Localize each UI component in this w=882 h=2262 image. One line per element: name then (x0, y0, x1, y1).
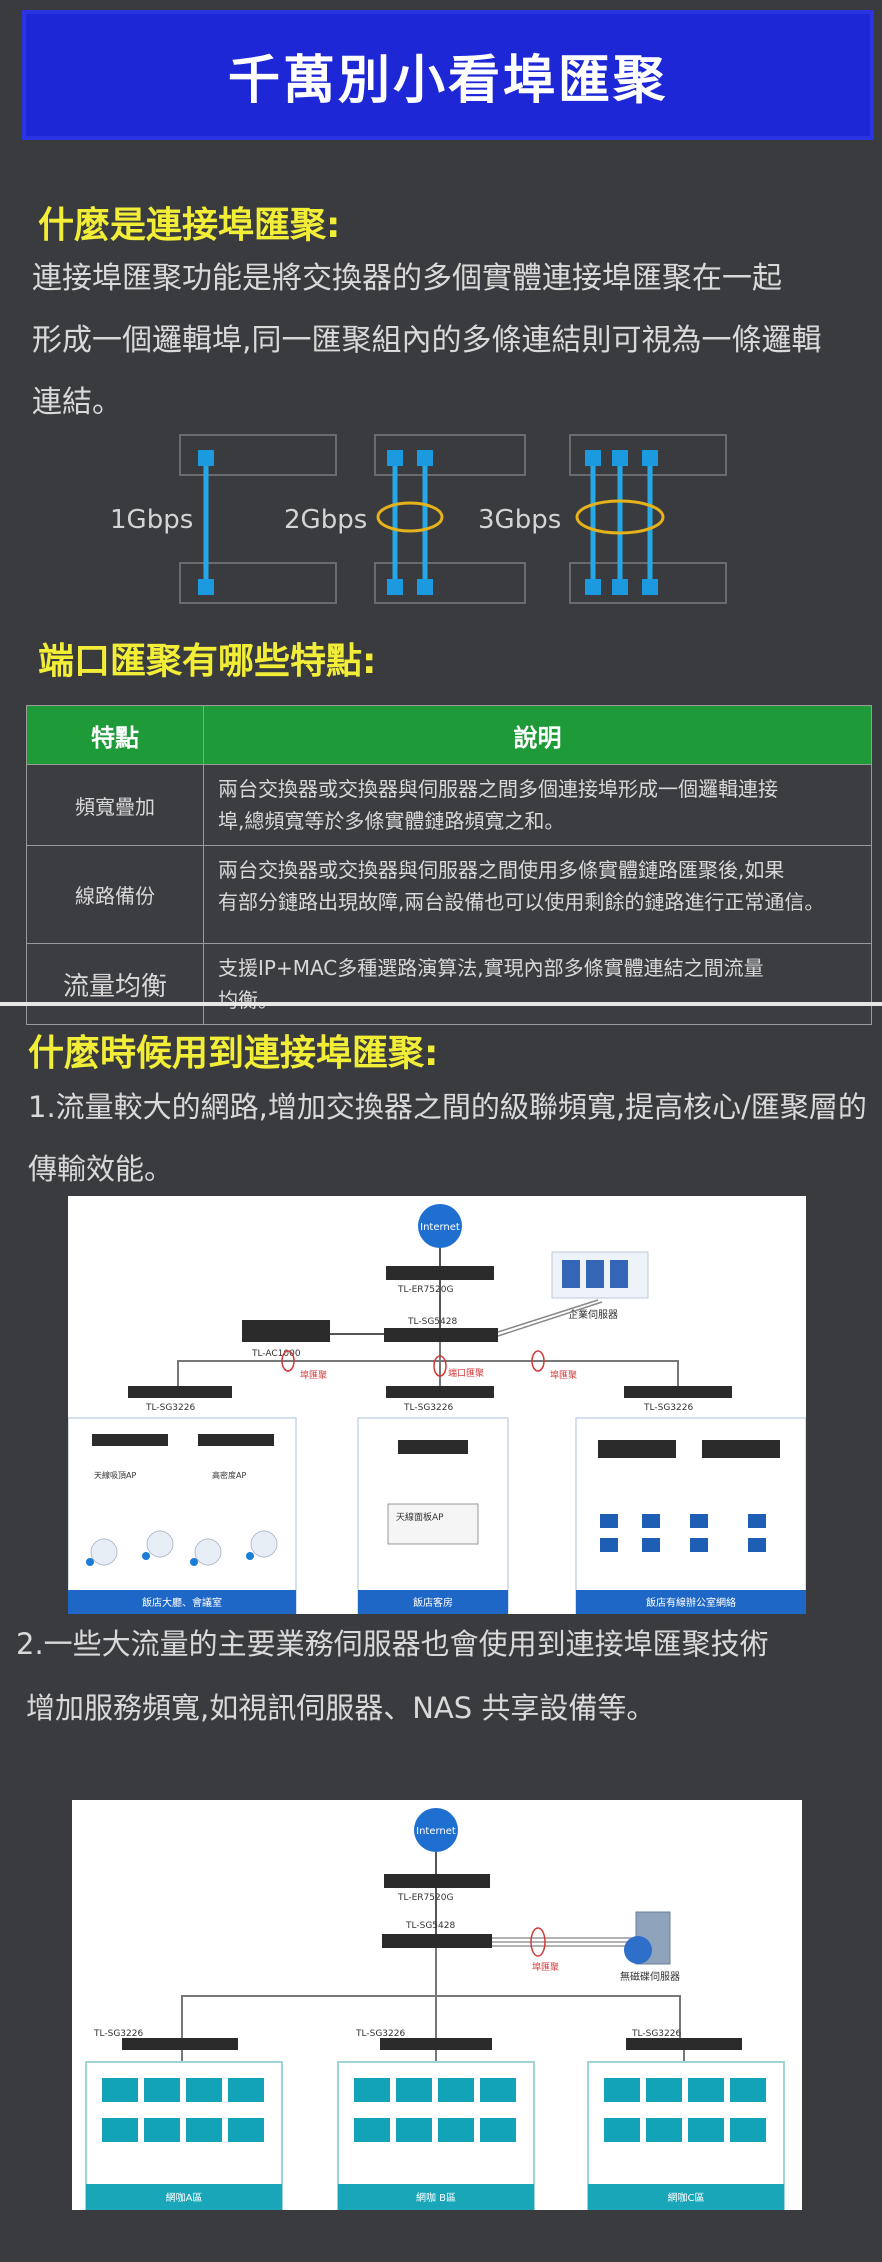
table-row: 線路備份 兩台交換器或交換器與伺服器之間使用多條實體鏈路匯聚後,如果 有部分鏈路… (26, 845, 872, 944)
panel-ap-icon (387, 1503, 479, 1545)
item1-line: 傳輸效能。 (28, 1152, 174, 1186)
workstation-icon (600, 1514, 766, 1552)
network-diagram-netcafe: Internet TL-ER7520G TL-SG5428 埠匯聚 無磁碟伺服器… (72, 1800, 802, 2211)
feature-name: 流量均衡 (26, 943, 204, 1025)
table-row: 流量均衡 支援IP+MAC多種選路演算法,實現內部多條實體連結之間流量 均衡。 (26, 943, 872, 1025)
features-table: 特點 說明 頻寬疊加 兩台交換器或交換器與伺服器之間多個連接埠形成一個邏輯連接 … (26, 705, 872, 1025)
core-switch-icon (384, 1328, 498, 1342)
area-label: 飯店客房 (413, 1596, 453, 1609)
section1-line: 形成一個邏輯埠,同一匯聚組內的多條連結則可視為一條邏輯 (32, 323, 822, 358)
panel-ap-label: 天線面板AP (396, 1511, 444, 1523)
access-switch-icon (128, 1386, 232, 1398)
description-line: 兩台交換器或交換器與伺服器之間多個連接埠形成一個邏輯連接 (218, 777, 778, 801)
access-switch-label: TL-SG3226 (145, 1403, 195, 1413)
feature-description: 兩台交換器或交換器與伺服器之間多個連接埠形成一個邏輯連接 埠,總頻寬等於多條實體… (203, 764, 872, 846)
ap-label: 天線吸頂AP (94, 1470, 136, 1480)
area-label: 網咖A區 (166, 2191, 203, 2204)
link-aggregation-diagram: 1Gbps 2Gbps 3Gbps (110, 434, 727, 604)
pc-monitor-icon (102, 2078, 766, 2142)
section1-line: 連結。 (32, 385, 122, 420)
trunk-label: 端口匯聚 (448, 1367, 484, 1379)
access-switch-icon (626, 2038, 742, 2050)
router-icon (384, 1874, 490, 1888)
section1-line: 連接埠匯聚功能是將交換器的多個實體連接埠匯聚在一起 (32, 261, 782, 296)
ap-label: 高密度AP (212, 1470, 246, 1480)
feature-name: 頻寬疊加 (26, 764, 204, 846)
table-header-row: 特點 說明 (26, 705, 872, 765)
description-line: 支援IP+MAC多種選路演算法,實現內部多條實體連結之間流量 (218, 956, 764, 980)
access-point-icon (90, 1530, 278, 1566)
router-icon (386, 1266, 494, 1280)
item2-line: 2.一些大流量的主要業務伺服器也會使用到連接埠匯聚技術 (16, 1627, 769, 1661)
access-switch-label: TL-SG3226 (93, 2029, 143, 2039)
feature-description: 支援IP+MAC多種選路演算法,實現內部多條實體連結之間流量 均衡。 (203, 943, 872, 1025)
title-banner: 千萬別小看埠匯聚 (22, 10, 874, 140)
access-switch-label: TL-SG3226 (631, 2029, 681, 2039)
server-icon (551, 1251, 649, 1299)
feature-description: 兩台交換器或交換器與伺服器之間使用多條實體鏈路匯聚後,如果 有部分鏈路出現故障,… (203, 845, 872, 944)
internet-cloud-icon (418, 1204, 462, 1248)
router-label: TL-ER7520G (397, 1893, 453, 1903)
speed-label-3g: 3Gbps (478, 505, 561, 535)
speed-label-2g: 2Gbps (284, 505, 367, 535)
ac-label: TL-AC1000 (251, 1349, 301, 1359)
table-header-feature: 特點 (26, 705, 204, 765)
area-label: 網咖 B區 (416, 2191, 456, 2204)
page-title: 千萬別小看埠匯聚 (227, 50, 668, 111)
nas-server-icon (624, 1911, 671, 1965)
server-label: 企業伺服器 (568, 1308, 618, 1321)
internet-label: Internet (420, 1222, 460, 1233)
access-switch-icon (386, 1386, 494, 1398)
trunk-label: 埠匯聚 (532, 1961, 559, 1973)
access-switch-label: TL-SG3226 (643, 1403, 693, 1413)
item1-line: 1.流量較大的網路,增加交換器之間的級聯頻寬,提高核心/匯聚層的 (28, 1090, 867, 1124)
table-header-description: 說明 (203, 705, 872, 765)
section2-heading: 端口匯聚有哪些特點: (38, 641, 377, 682)
internet-label: Internet (416, 1826, 456, 1837)
access-switch-icon (122, 2038, 238, 2050)
server-label: 無磁碟伺服器 (620, 1970, 680, 1983)
trunk-label: 埠匯聚 (550, 1369, 577, 1381)
speed-label-1g: 1Gbps (110, 505, 193, 535)
access-switch-icon (380, 2038, 492, 2050)
section3-item1: 1.流量較大的網路,增加交換器之間的級聯頻寬,提高核心/匯聚層的 傳輸效能。 (28, 1076, 867, 1200)
access-switch-icon (624, 1386, 732, 1398)
core-switch-label: TL-SG5428 (407, 1317, 457, 1327)
section3-heading: 什麼時候用到連接埠匯聚: (28, 1033, 439, 1074)
access-switch-label: TL-SG3226 (355, 2029, 405, 2039)
area-label: 網咖C區 (668, 2191, 705, 2204)
description-line: 均衡。 (218, 988, 278, 1012)
core-switch-icon (382, 1934, 492, 1948)
trunk-label: 埠匯聚 (300, 1369, 327, 1381)
feature-name: 線路備份 (26, 845, 204, 944)
router-label: TL-ER7520G (397, 1285, 453, 1295)
core-switch-label: TL-SG5428 (405, 1921, 455, 1931)
item2-line: 增加服務頻寬,如視訊伺服器、NAS 共享設備等。 (26, 1691, 656, 1725)
section1-paragraph: 連接埠匯聚功能是將交換器的多個實體連接埠匯聚在一起 形成一個邏輯埠,同一匯聚組內… (32, 248, 822, 434)
description-line: 埠,總頻寬等於多條實體鏈路頻寬之和。 (218, 809, 565, 833)
description-line: 兩台交換器或交換器與伺服器之間使用多條實體鏈路匯聚後,如果 (218, 858, 785, 882)
network-diagram-hotel: Internet TL-ER7520G TL-SG5428 TL-AC1000 … (67, 1196, 807, 1615)
section-divider (0, 1002, 882, 1006)
internet-cloud-icon (414, 1808, 458, 1852)
area-label: 飯店有線辦公室網絡 (646, 1596, 736, 1609)
description-line: 有部分鏈路出現故障,兩台設備也可以使用剩餘的鏈路進行正常通信。 (218, 890, 825, 914)
access-switch-label: TL-SG3226 (403, 1403, 453, 1413)
table-row: 頻寬疊加 兩台交換器或交換器與伺服器之間多個連接埠形成一個邏輯連接 埠,總頻寬等… (26, 764, 872, 846)
section1-heading: 什麼是連接埠匯聚: (38, 205, 341, 246)
ac-controller-icon (242, 1320, 330, 1342)
area-label: 飯店大廳、會議室 (142, 1596, 222, 1609)
section3-item2: 2.一些大流量的主要業務伺服器也會使用到連接埠匯聚技術 增加服務頻寬,如視訊伺服… (16, 1612, 769, 1740)
